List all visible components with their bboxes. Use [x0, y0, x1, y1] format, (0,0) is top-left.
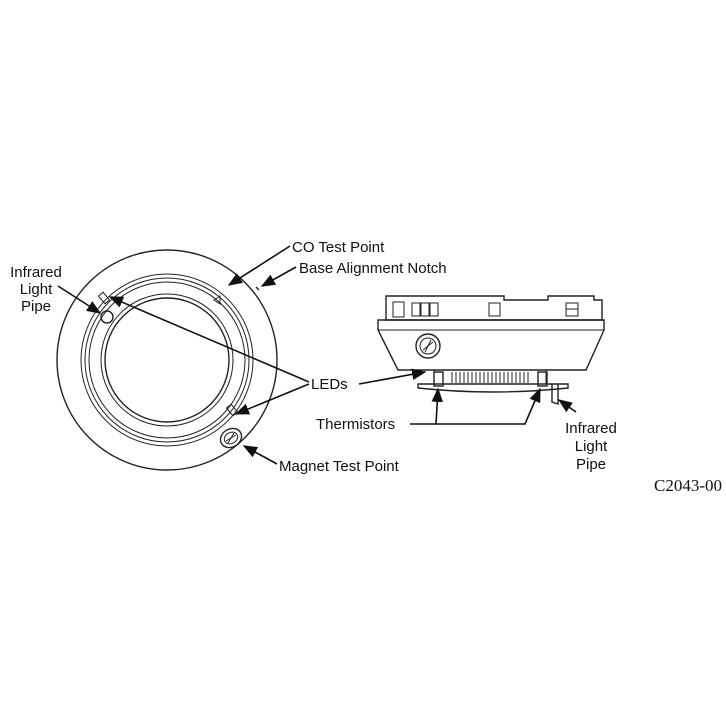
sensor-screen	[433, 369, 547, 385]
label-magnet-test-point: Magnet Test Point	[279, 458, 400, 475]
label-infrared-right-line3: Pipe	[576, 456, 606, 473]
sensor-chamber	[104, 297, 230, 423]
label-infrared-left-line2: Light	[20, 281, 53, 298]
bottom-plate	[417, 383, 569, 393]
ring-mid	[84, 277, 250, 443]
infrared-light-pipe	[100, 310, 114, 324]
co-test-point-marker	[213, 295, 221, 305]
base-alignment-notch-leader	[260, 266, 297, 287]
label-infrared-left-line1: Infrared	[10, 264, 62, 281]
screen-grille	[451, 372, 529, 383]
leader-lines	[57, 245, 577, 465]
leds-leader-side	[358, 368, 427, 385]
thermistor-left	[433, 371, 444, 387]
label-co-test-point: CO Test Point	[292, 239, 385, 256]
label-leds: LEDs	[311, 376, 348, 393]
label-thermistors: Thermistors	[316, 416, 395, 433]
detector-side-view	[377, 295, 605, 405]
led-slot-top	[97, 291, 111, 305]
side-magnet-test-point	[415, 333, 441, 359]
detector-top-view	[56, 249, 278, 471]
magnet-test-point-leader	[242, 445, 278, 465]
detector-head	[377, 319, 605, 371]
label-base-alignment-notch: Base Alignment Notch	[299, 260, 447, 277]
thermistor-right	[537, 371, 548, 387]
ring-outer	[80, 273, 254, 447]
magnet-test-point	[219, 427, 243, 449]
leds-leader-bottom	[234, 383, 310, 415]
thermistors-leader-left	[410, 387, 444, 425]
infrared-pipe-right-leader	[557, 399, 577, 413]
sensor-chamber-outer	[100, 293, 234, 427]
co-test-point-leader	[227, 245, 291, 286]
infrared-pipe-left-leader	[57, 285, 102, 314]
side-infrared-light-pipe	[551, 384, 559, 405]
leds-leader-top	[108, 296, 310, 383]
figure-code: C2043-00	[654, 476, 722, 495]
ring-inner	[88, 281, 246, 439]
base-alignment-notch	[255, 286, 260, 291]
thermistors-leader-right	[436, 387, 541, 425]
label-infrared-right-line1: Infrared	[565, 420, 617, 437]
label-infrared-right-line2: Light	[575, 438, 608, 455]
label-infrared-left-line3: Pipe	[21, 298, 51, 315]
outer-rim	[56, 249, 278, 471]
